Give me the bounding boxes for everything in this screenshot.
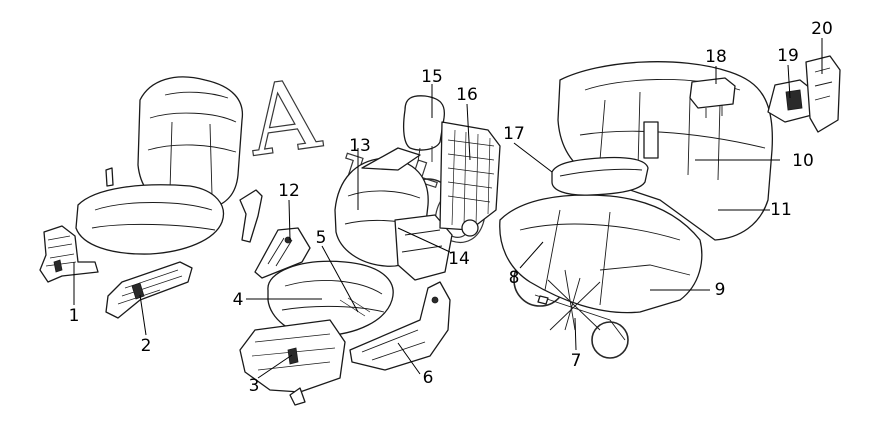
watermark-letter: A: [241, 57, 328, 178]
callout-13: 13: [349, 136, 371, 156]
part-6-side-trim: [349, 281, 451, 371]
part-20-bracket: [805, 55, 841, 133]
callout-7: 7: [571, 351, 582, 371]
callout-20: 20: [811, 19, 833, 39]
callout-18: 18: [705, 47, 727, 67]
callout-9: 9: [715, 280, 726, 300]
part-2-seat-rail: [105, 261, 193, 319]
callout-1: 1: [69, 306, 80, 326]
callout-2: 2: [141, 336, 152, 356]
part-3-seat-frame: [239, 319, 346, 406]
part-18-rear-headrest: [689, 77, 736, 118]
callout-5: 5: [316, 228, 327, 248]
callout-14: 14: [448, 249, 470, 269]
part-12-side-cover: [239, 189, 311, 279]
callout-8: 8: [509, 268, 520, 288]
front-seat-assembled: [75, 76, 244, 255]
part-1-seat-track: [39, 225, 99, 283]
part-7-seat-frame-wires: [534, 269, 626, 341]
callout-4: 4: [233, 290, 244, 310]
part-8-rear-seat-cushion: [499, 194, 703, 314]
part-17-armrest: [551, 156, 649, 196]
part-10-rear-seatback: [557, 61, 774, 241]
callout-12: 12: [278, 181, 300, 201]
callout-10: 10: [792, 151, 814, 171]
watermark-ring-3: [591, 321, 629, 359]
callout-15: 15: [421, 67, 443, 87]
callout-6: 6: [423, 368, 434, 388]
callout-labels: 1 2 3 4 5 6 7 8 9 10 11 12 13 14 15 16 1…: [69, 19, 833, 396]
callout-19: 19: [777, 46, 799, 66]
callout-17: 17: [503, 124, 525, 144]
part-14-back-panel: [394, 214, 453, 281]
callout-16: 16: [456, 85, 478, 105]
part-16-seatback-frame: [439, 121, 501, 237]
part-19-latch: [767, 79, 816, 123]
callout-11: 11: [770, 200, 792, 220]
leader-lines: [73, 38, 823, 379]
callout-3: 3: [249, 376, 260, 396]
part-4-seat-cushion: [267, 260, 394, 337]
